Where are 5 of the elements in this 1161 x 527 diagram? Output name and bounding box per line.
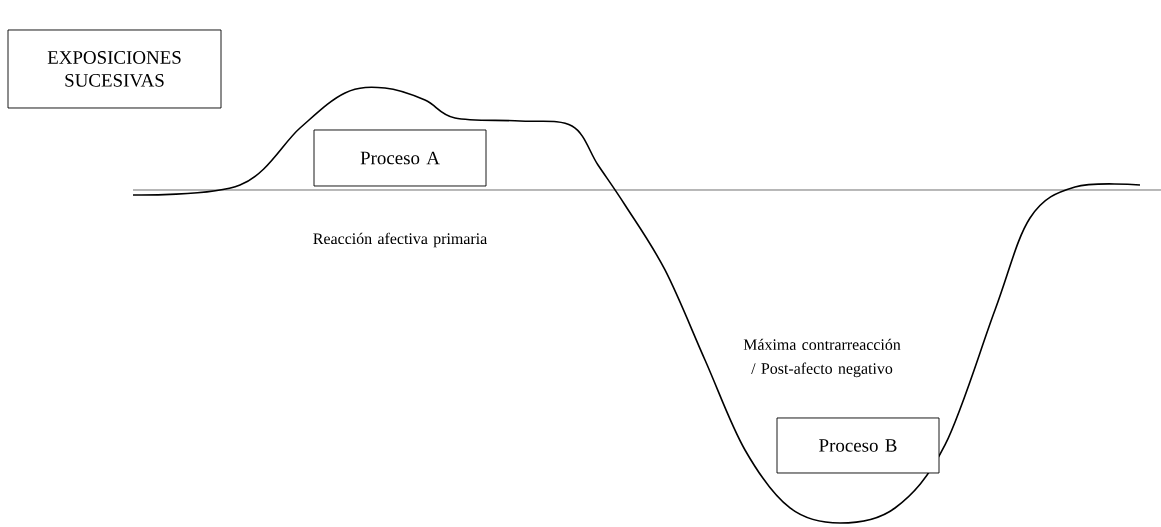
process-box: Proceso B [776,417,940,474]
process-box: EXPOSICIONES SUCESIVAS [7,29,222,109]
annotation-text: Máxima contrarreacción / Post-afecto negativo [743,338,901,378]
annotation-text: Reacción afectiva primaria [313,232,487,248]
process-box: Proceso A [313,129,487,187]
